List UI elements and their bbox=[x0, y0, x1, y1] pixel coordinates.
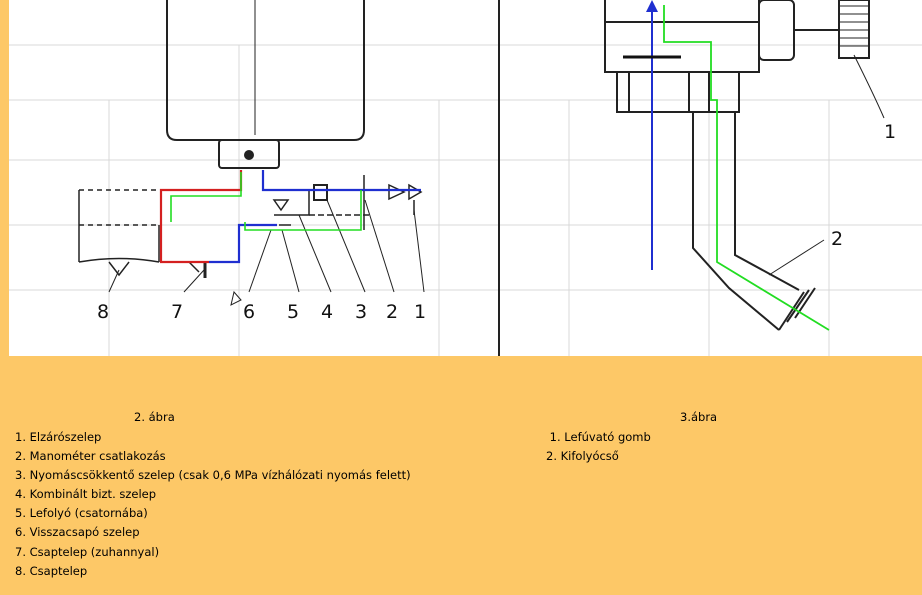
leader-lines bbox=[108, 199, 425, 306]
drain-channel bbox=[663, 5, 830, 331]
legend-item: 7. Csaptelep (zuhannyal) bbox=[15, 544, 160, 559]
hot-water-pipe bbox=[159, 170, 243, 264]
valve-body bbox=[604, 0, 870, 331]
legend-item: 2. Manométer csatlakozás bbox=[15, 449, 166, 464]
callout-7: 7 bbox=[171, 301, 183, 323]
drain-line-b bbox=[244, 190, 362, 231]
legend-item: 4. Kombinált bizt. szelep bbox=[15, 487, 157, 502]
figure3-leader-lines bbox=[768, 54, 885, 276]
figure2-callouts: 8 7 6 5 4 3 2 1 bbox=[97, 301, 426, 323]
figure2-legend: 1. Elzárószelep 2. Manométer csatlakozás… bbox=[15, 428, 411, 581]
background-table bbox=[9, 44, 922, 356]
callout-2: 2 bbox=[386, 301, 398, 323]
legend-item: 8. Csaptelep bbox=[15, 563, 88, 578]
legend-item: 6. Visszacsapó szelep bbox=[15, 525, 140, 540]
fittings bbox=[78, 175, 423, 278]
boiler-tank bbox=[166, 0, 365, 169]
callout-8: 8 bbox=[97, 301, 109, 323]
callout-4: 4 bbox=[321, 301, 333, 323]
legend-item: 3. Nyomáscsökkentő szelep (csak 0,6 MPa … bbox=[15, 468, 411, 483]
legend-item: 5. Lefolyó (csatornába) bbox=[15, 506, 148, 521]
callout-6: 6 bbox=[243, 301, 255, 323]
callout-blowoff: 1 bbox=[884, 121, 896, 143]
figure3-legend: 1. Lefúvató gomb 2. Kifolyócső bbox=[546, 428, 651, 466]
figure3-caption: 3.ábra bbox=[680, 410, 718, 424]
callout-outlet: 2 bbox=[831, 228, 843, 250]
legend-item: 2. Kifolyócső bbox=[546, 449, 619, 464]
drawing-svg: 8 7 6 5 4 3 2 1 bbox=[9, 0, 922, 356]
callout-1: 1 bbox=[414, 301, 426, 323]
callout-5: 5 bbox=[287, 301, 299, 323]
cold-water-pipe-c bbox=[209, 223, 277, 264]
cold-water-pipe-a bbox=[261, 170, 359, 192]
legend-item: 1. Elzárószelep bbox=[15, 430, 102, 444]
drain-line-a bbox=[170, 172, 242, 222]
legend-item: 1. Lefúvató gomb bbox=[546, 430, 651, 444]
flow-arrow-icon bbox=[646, 0, 658, 12]
figure2-caption: 2. ábra bbox=[134, 410, 175, 424]
technical-drawing: 8 7 6 5 4 3 2 1 bbox=[9, 0, 922, 356]
callout-3: 3 bbox=[355, 301, 367, 323]
